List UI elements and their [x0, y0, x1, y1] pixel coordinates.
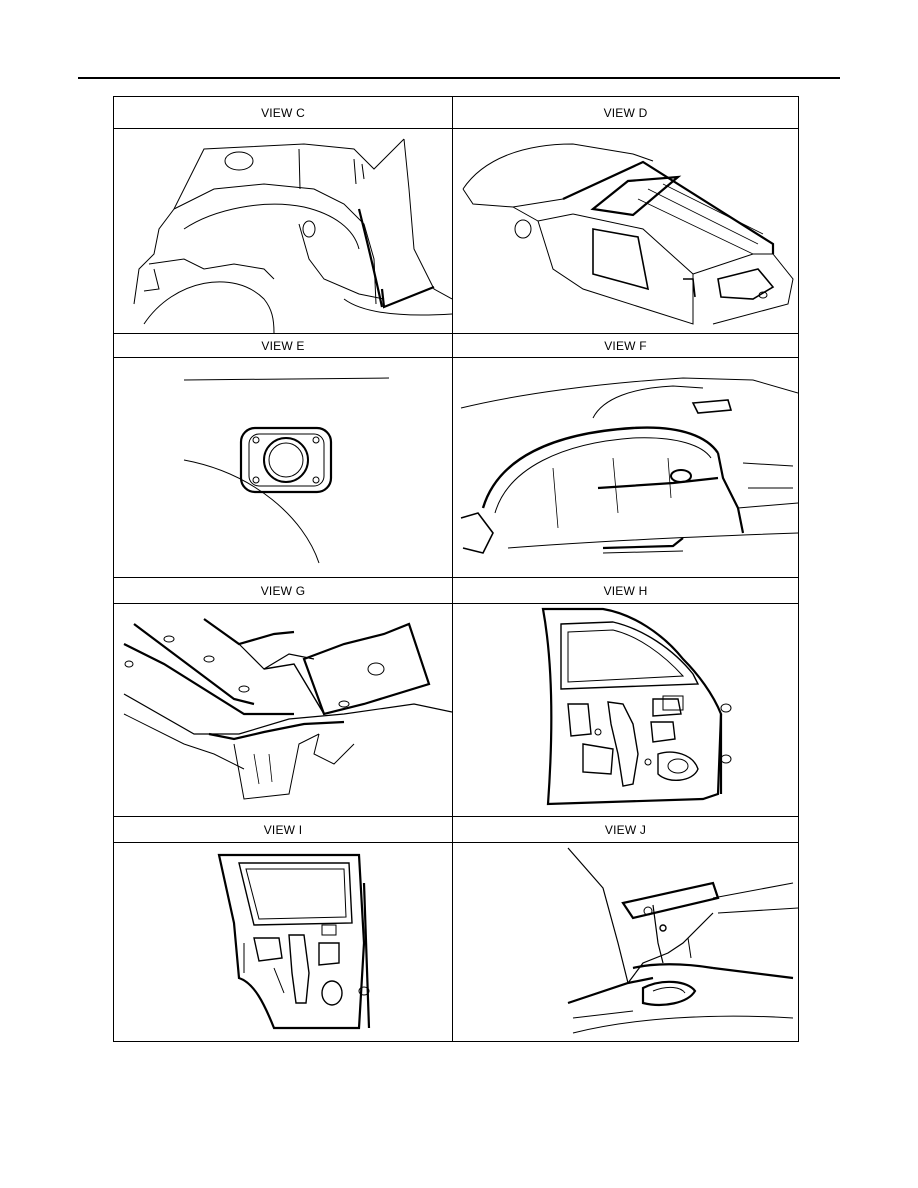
view-e-label: VIEW E — [261, 338, 305, 353]
fuel-filler-lid-opening-illustration — [114, 358, 452, 577]
view-c-label: VIEW C — [261, 105, 305, 120]
column-divider — [452, 97, 453, 1041]
row-divider — [114, 333, 798, 334]
view-i-label: VIEW I — [263, 822, 303, 837]
front-door-inner-panel-illustration — [453, 604, 798, 816]
view-c-header: VIEW C — [114, 97, 452, 129]
view-d-header: VIEW D — [453, 97, 798, 129]
view-j-header: VIEW J — [453, 817, 798, 843]
view-f-label: VIEW F — [604, 338, 647, 353]
rear-wheel-arch-inner-illustration — [453, 358, 798, 577]
view-j-label: VIEW J — [604, 822, 647, 837]
view-g-label: VIEW G — [260, 583, 306, 598]
view-g-header: VIEW G — [114, 578, 452, 604]
cargo-area-interior-illustration — [453, 843, 798, 1041]
view-f-header: VIEW F — [453, 334, 798, 358]
view-h-header: VIEW H — [453, 578, 798, 604]
view-e-header: VIEW E — [114, 334, 452, 358]
row-divider — [114, 577, 798, 578]
view-i-header: VIEW I — [114, 817, 452, 843]
vehicle-roof-and-side-body-illustration — [453, 129, 798, 333]
page-header-rule — [78, 77, 840, 79]
views-table: VIEW C VIEW D — [113, 96, 799, 1042]
rear-door-inner-panel-illustration — [114, 843, 452, 1041]
view-h-label: VIEW H — [603, 583, 648, 598]
row-divider — [114, 816, 798, 817]
rear-wheelhouse-inner-panel-illustration — [114, 129, 452, 333]
view-d-label: VIEW D — [603, 105, 648, 120]
underbody-floor-panel-illustration — [114, 604, 452, 816]
